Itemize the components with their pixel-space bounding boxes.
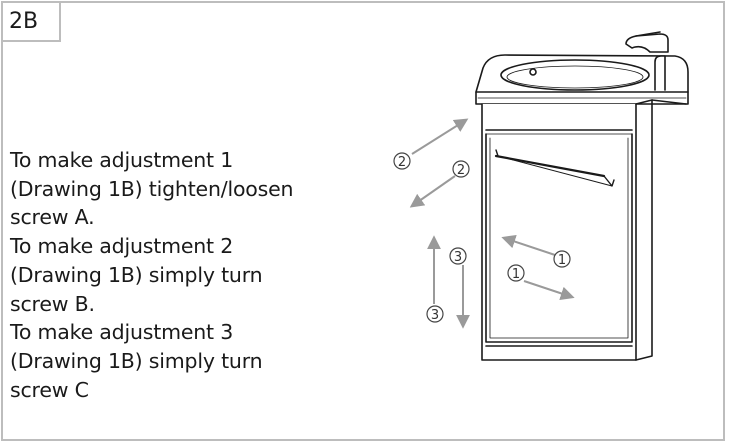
instruction-line: (Drawing 1B) simply turn [10,262,263,287]
svg-text:3: 3 [454,250,462,265]
adjustment-2-arrows [409,118,469,208]
svg-text:2: 2 [457,163,465,178]
svg-text:2: 2 [398,155,406,170]
callout-2a: 2 [393,152,411,170]
instruction-line: To make adjustment 2 [10,234,234,259]
svg-text:1: 1 [558,253,566,268]
instruction-line: To make adjustment 1 [10,148,234,172]
instruction-line: screw C [10,377,89,402]
callout-1b: 1 [507,264,525,282]
adjustment-1-arrows [501,234,575,301]
callout-3b: 3 [426,305,444,323]
vanity-unit-icon [475,31,689,361]
instruction-line: (Drawing 1B) simply turn [10,348,263,373]
instructions-text: To make adjustment 1 (Drawing 1B) tighte… [10,146,370,404]
callout-1a: 1 [553,250,571,268]
svg-text:1: 1 [512,267,520,282]
svg-text:3: 3 [431,308,439,323]
callout-3a: 3 [449,247,467,265]
adjustment-3-arrows [427,235,470,329]
callout-2b: 2 [452,160,470,178]
instruction-line: screw A. [10,205,95,230]
instruction-line: (Drawing 1B) tighten/loosen [10,176,294,201]
instruction-line: screw B. [10,291,95,316]
section-label: 2B [3,3,61,42]
instruction-line: To make adjustment 3 [10,320,234,345]
vanity-unit-drawing: 2 2 3 3 1 1 [393,31,689,361]
